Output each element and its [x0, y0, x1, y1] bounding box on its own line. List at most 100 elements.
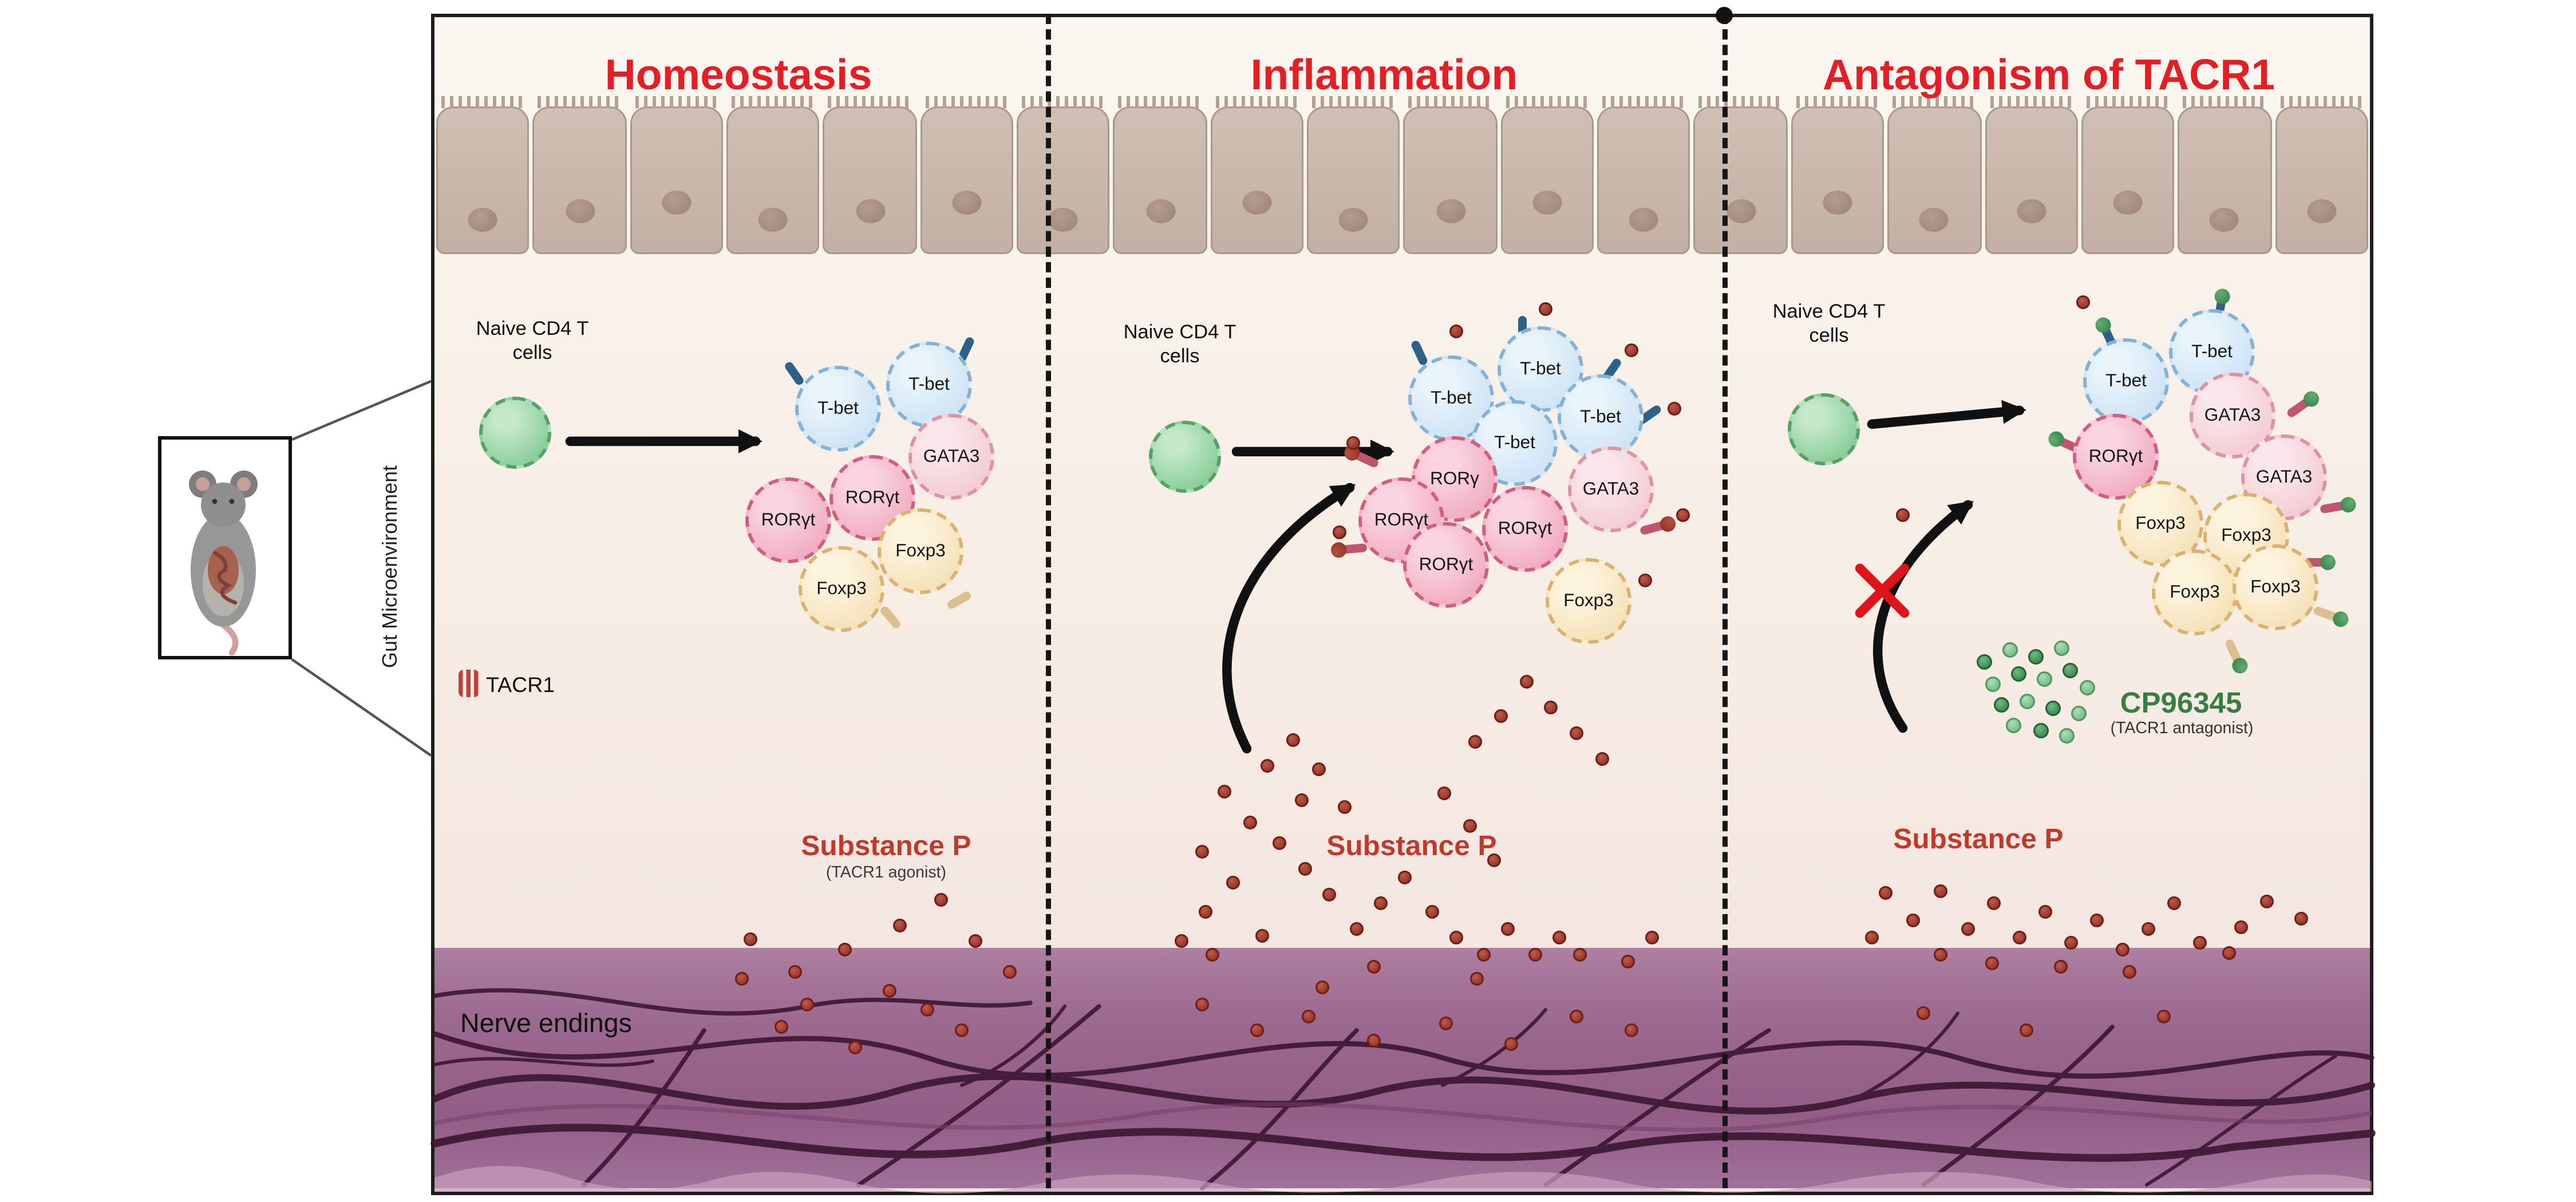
cell-label: GATA3 — [923, 446, 980, 467]
substance-p-dot — [1934, 948, 1947, 962]
substance-p-dot — [1625, 1023, 1638, 1037]
substance-p-dot — [788, 965, 802, 979]
substance-p-dot — [2123, 965, 2136, 979]
substance-p-dot — [1367, 1034, 1381, 1047]
cell-nucleus — [1919, 208, 1949, 232]
substance-p-dot — [2020, 1023, 2033, 1037]
cp96345-dot — [1976, 653, 1992, 669]
cell-label: Foxp3 — [2135, 513, 2186, 534]
substance-p-dot — [1367, 960, 1381, 974]
substance-p-dot — [1668, 402, 1681, 416]
naive-cd4-label: Naive CD4 T cells — [1743, 302, 1915, 350]
cell-nucleus — [758, 208, 788, 232]
cp96345-dot — [2044, 699, 2060, 715]
cell-nucleus — [1049, 208, 1078, 232]
substance-p-dot — [920, 1003, 934, 1017]
substance-p-dot — [2222, 946, 2236, 960]
substance-p-dot — [1470, 972, 1484, 986]
substance-p-dot — [1906, 914, 1920, 927]
substance-p-dot — [2294, 912, 2308, 926]
naive-cd4-cell — [1149, 421, 1221, 493]
cell-label: T-bet — [1431, 388, 1472, 409]
substance-p-dot — [1645, 931, 1659, 944]
substance-p-dot — [2193, 936, 2207, 950]
substance-p-dot — [1298, 862, 1312, 876]
substance-p-dot — [1302, 1010, 1315, 1023]
naive-cd4-cell — [479, 397, 551, 469]
panel-title-inflammation: Inflammation — [1250, 52, 1518, 100]
cell-label: Foxp3 — [2221, 525, 2271, 546]
cell-label: Foxp3 — [1563, 591, 1614, 611]
cell-label: Foxp3 — [2250, 577, 2301, 598]
cell-label: Foxp3 — [895, 541, 946, 562]
naive-label-line2: cells — [512, 343, 552, 364]
foxp3-cell: Foxp3 — [1546, 558, 1631, 644]
substance-p-dot — [2167, 896, 2181, 910]
substance-p-dot — [893, 919, 907, 932]
substance-p-dot — [1338, 800, 1352, 814]
epithelial-cell — [1597, 96, 1691, 254]
substance-p-dot — [800, 998, 814, 1011]
substance-p-dot — [2054, 960, 2068, 974]
epithelial-cell — [1887, 96, 1981, 254]
substance-p-dot — [1195, 998, 1209, 1011]
substance-p-dot — [1322, 888, 1336, 902]
substance-p-dot — [1295, 793, 1309, 807]
epithelial-cell — [1017, 96, 1111, 254]
panel-divider-1 — [1046, 14, 1051, 1188]
substance-p-dot — [969, 934, 982, 948]
substance-p-dot — [1879, 886, 1893, 900]
substance-p-dot — [1226, 876, 1240, 889]
cell-label: Foxp3 — [2170, 582, 2220, 603]
substance-p-dot — [1552, 931, 1566, 944]
cell-nucleus — [1339, 208, 1369, 232]
substance-p-dot — [1477, 948, 1491, 962]
cell-nucleus — [1242, 191, 1272, 215]
epithelial-cell — [1694, 96, 1788, 254]
mouse-connector-lines — [291, 379, 432, 757]
foxp3-cell: Foxp3 — [2233, 544, 2318, 630]
substance-p-label: Substance P — [801, 831, 971, 862]
tbet-cell: T-bet — [1472, 400, 1558, 486]
cell-nucleus — [1145, 199, 1175, 223]
substance-p-dot — [1250, 1023, 1264, 1037]
epithelial-cell — [1210, 96, 1304, 254]
epithelial-cell — [2274, 96, 2368, 254]
epithelial-cell — [436, 96, 530, 254]
cell-label: GATA3 — [2255, 467, 2313, 488]
naive-cd4-label: Naive CD4 T cells — [1094, 323, 1266, 370]
cp96345-dot — [2053, 639, 2069, 655]
substance-p-dot — [1273, 836, 1286, 850]
substance-p-dot — [1206, 948, 1219, 962]
naive-label-line2: cells — [1809, 326, 1849, 347]
cp96345-dot — [2010, 665, 2026, 681]
cell-label: T-bet — [1580, 407, 1621, 428]
cell-label: RORγt — [1374, 510, 1429, 531]
substance-p-dot — [1570, 726, 1583, 740]
substance-p-dot — [2013, 931, 2026, 944]
epithelial-cell — [1113, 96, 1207, 254]
mouse-inset — [158, 436, 292, 659]
substance-p-dot — [2142, 922, 2155, 936]
substance-p-dot — [1003, 965, 1017, 979]
cp96345-dot — [2070, 705, 2086, 721]
substance-p-dot — [2234, 920, 2248, 934]
cell-label: Foxp3 — [816, 579, 867, 599]
cell-label: T-bet — [908, 374, 950, 395]
substance-p-dot — [1494, 709, 1508, 723]
substance-p-dot — [1520, 675, 1534, 689]
substance-p-dot — [735, 972, 749, 986]
gut-microenvironment-label: Gut Microenvironment — [378, 465, 402, 669]
foxp3-cell: Foxp3 — [2152, 549, 2238, 635]
substance-p-dot — [1539, 302, 1552, 316]
naive-label-line1: Naive CD4 T — [1123, 323, 1236, 343]
substance-p-dot — [1570, 1010, 1583, 1023]
substance-p-sublabel: (TACR1 agonist) — [825, 864, 947, 883]
cell-label: GATA3 — [2204, 405, 2261, 426]
cell-nucleus — [1823, 191, 1852, 215]
foxp3-cell: Foxp3 — [799, 546, 884, 632]
substance-p-label: Substance P — [1893, 824, 2064, 855]
cell-label: RORγt — [2088, 446, 2143, 467]
nerve-endings-band — [434, 948, 2370, 1188]
